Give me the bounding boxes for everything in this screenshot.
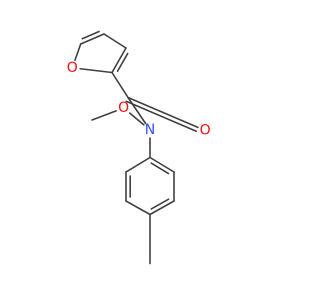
molecule-structure: O O N O <box>67 30 211 265</box>
bond-aryl-1-2 <box>125 156 151 173</box>
bond-aryl-4-5-second <box>150 198 170 210</box>
furan-oxygen-atom-label: O <box>67 60 78 76</box>
bond-aryl-6-1 <box>149 156 175 173</box>
atom-label-group: O O N O <box>67 60 211 139</box>
bond-furan-c3-c2 <box>111 47 127 74</box>
bond-group <box>74 30 199 265</box>
bond-furan-c5-c4 <box>79 33 105 45</box>
bond-n-o-methoxy <box>128 112 145 126</box>
bond-carbonyl-c-o <box>127 96 199 129</box>
bond-aryl-4-5 <box>149 200 175 216</box>
molecule-diagram-canvas: O O N O <box>66 30 211 265</box>
bond-aryl-6-1-second <box>150 162 170 175</box>
carbonyl-oxygen-atom-label: O <box>200 123 211 139</box>
bond-c2-carbonyl-carbon <box>111 71 129 99</box>
bond-o-ch3 <box>91 110 117 121</box>
bond-furan-c3-c2-second <box>116 52 129 72</box>
bond-carbonyl-c-n <box>127 96 147 125</box>
methoxy-oxygen-atom-label: O <box>118 100 129 116</box>
bond-carbonyl-c-o-second <box>125 100 197 133</box>
bond-furan-c4-c3 <box>103 33 127 49</box>
bond-aryl-3-4 <box>125 200 151 216</box>
amide-nitrogen-atom-label: N <box>145 122 155 138</box>
bond-furan-o-c5 <box>74 43 82 62</box>
bond-furan-c5-c4-second <box>81 30 100 40</box>
bond-furan-c2-o <box>79 67 113 74</box>
